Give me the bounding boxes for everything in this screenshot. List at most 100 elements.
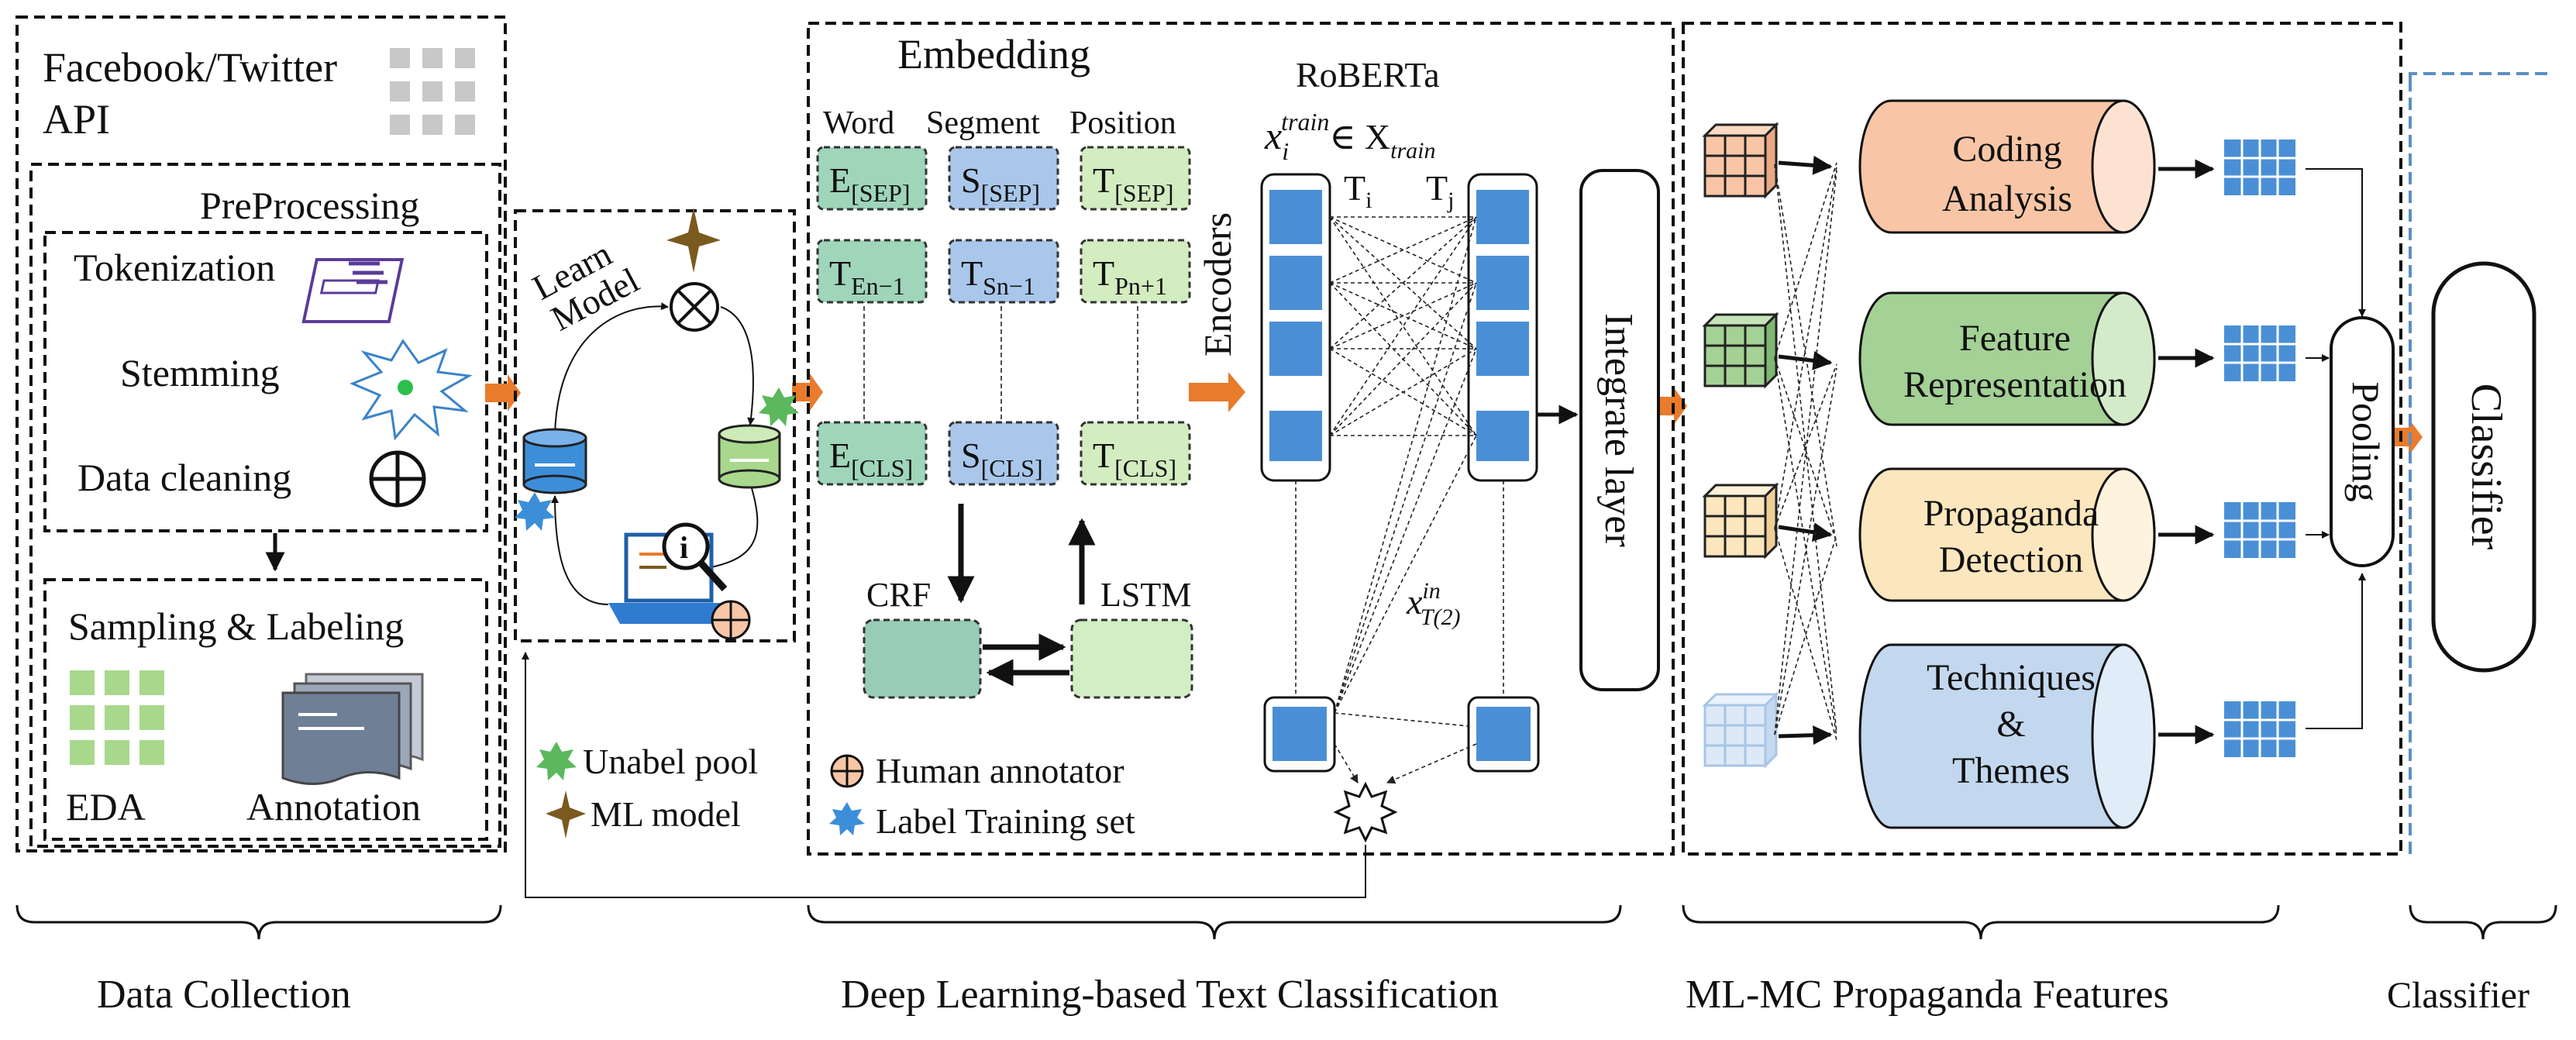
stemming-label: Stemming <box>120 351 280 394</box>
col-position-label: Position <box>1069 105 1176 141</box>
cube-icon <box>1702 482 1779 560</box>
techniques-themes-cylinder: Techniques & Themes <box>1858 643 2156 829</box>
unlabel-pool-legend-icon <box>536 742 577 780</box>
svg-text:i: i <box>680 530 688 565</box>
feature-representation-line2: Representation <box>1903 364 2127 405</box>
col-word-label: Word <box>823 105 894 141</box>
features-section: Coding Analysis Feature Representation P… <box>1682 22 2402 856</box>
footer-features: ML-MC Propaganda Features <box>1686 973 2169 1017</box>
legend-unlabel-pool: Unabel pool <box>583 742 758 781</box>
coding-analysis-cylinder: Coding Analysis <box>1858 99 2156 234</box>
document-stack-icon <box>281 673 424 785</box>
encoder-connections <box>1295 216 1504 731</box>
feature-representation-cylinder: Feature Representation <box>1858 291 2156 426</box>
output-grid-icon <box>2224 701 2295 757</box>
encoder-block <box>1476 707 1531 761</box>
api-title: Facebook/Twitter <box>43 44 337 91</box>
data-collection-section: Facebook/Twitter API PreProcessing Token… <box>15 15 507 852</box>
coding-analysis-line1: Coding <box>1952 129 2061 170</box>
encoder-block <box>1269 411 1322 461</box>
word-embedding-column: E[SEP] TEn−1 E[CLS] <box>816 146 928 486</box>
techniques-themes-line2: & <box>1996 704 2025 745</box>
pooling-block <box>2330 316 2395 567</box>
legend-human-annotator: Human annotator <box>876 751 1124 790</box>
api-subtitle: API <box>43 96 110 143</box>
embedding-cell-text: TPn+1 <box>1093 253 1167 300</box>
deep-learning-border <box>807 22 1675 856</box>
embedding-title: Embedding <box>897 31 1090 77</box>
embedding-cell <box>816 239 928 304</box>
pooling-arrows <box>2306 168 2366 729</box>
burst-icon <box>1333 781 1398 843</box>
encoder-block <box>1273 707 1327 761</box>
pooling-label: Pooling <box>2344 381 2388 502</box>
embedding-cell-text: TSn−1 <box>961 253 1035 300</box>
encoder-block <box>1476 322 1529 376</box>
integrate-layer-block <box>1579 169 1660 691</box>
position-embedding-column: T[SEP] TPn+1 T[CLS] <box>1080 146 1191 486</box>
feature-output-arrows <box>2158 159 2215 745</box>
encoder-block <box>1269 190 1322 244</box>
sampling-title: Sampling & Labeling <box>68 604 404 648</box>
feedback-loop-arrow <box>522 652 1366 898</box>
embedding-cell-text: T[SEP] <box>1093 160 1174 207</box>
features-border <box>1682 22 2402 856</box>
classifier-section: Classifier <box>2409 72 2554 854</box>
laptop-icon <box>608 532 728 624</box>
preprocessing-border <box>29 163 501 848</box>
roberta-title: RoBERTa <box>1296 55 1440 95</box>
cube-icon <box>1702 691 1779 769</box>
label-training-set-legend-icon <box>829 802 865 835</box>
data-collection-border <box>15 15 507 852</box>
output-grid-icon <box>2224 325 2295 381</box>
embedding-cell-text: TEn−1 <box>829 253 905 300</box>
eda-grid-icon <box>70 670 164 765</box>
encoder-block <box>1476 411 1529 461</box>
database-icon <box>718 424 781 489</box>
footer-deep-learning: Deep Learning-based Text Classification <box>841 973 1499 1017</box>
encoder-block <box>1476 190 1529 244</box>
output-grid-icon <box>2224 502 2295 558</box>
legend-label-training-set: Label Training set <box>876 801 1135 841</box>
tj-label: Tj <box>1426 168 1454 213</box>
crf-label: CRF <box>866 576 931 614</box>
annotation-label: Annotation <box>246 785 421 828</box>
encoders-label: Encoders <box>1196 212 1239 356</box>
circled-times-icon <box>670 282 719 332</box>
human-annotator-legend-icon <box>830 754 864 788</box>
formula-train: xitrain∈ Xtrain <box>1264 108 1435 165</box>
tokenization-icon <box>301 258 405 323</box>
segment-embedding-column: S[SEP] TSn−1 S[CLS] <box>948 146 1059 486</box>
orange-arrows <box>485 372 2423 456</box>
sampling-border <box>43 578 488 841</box>
feature-representation-line1: Feature <box>1959 318 2071 359</box>
embedding-cell-text: E[SEP] <box>829 160 911 207</box>
lstm-label: LSTM <box>1100 576 1191 614</box>
stemming-icon <box>350 339 473 441</box>
embedding-cell-text: T[CLS] <box>1093 436 1176 482</box>
coding-analysis-line2: Analysis <box>1942 178 2072 219</box>
preprocessing-title: PreProcessing <box>200 184 419 227</box>
ml-model-legend-icon <box>546 790 586 839</box>
ml-model-star-icon <box>666 208 721 273</box>
footer-classifier: Classifier <box>2387 975 2530 1016</box>
integrate-layer-label: Integrate layer <box>1596 313 1641 547</box>
propaganda-detection-cylinder: Propaganda Detection <box>1858 467 2156 602</box>
human-annotator-icon <box>711 600 751 640</box>
encoder-block <box>1269 256 1322 310</box>
legend-ml-model: ML model <box>591 794 741 834</box>
propaganda-detection-line1: Propaganda <box>1923 493 2099 534</box>
data-cleaning-label: Data cleaning <box>77 456 291 499</box>
deep-learning-section: Embedding Word Segment Position E[SEP] T… <box>807 22 1675 856</box>
orange-arrow-icon <box>2391 418 2423 456</box>
circled-plus-icon <box>369 450 426 508</box>
tokenization-label: Tokenization <box>74 246 275 289</box>
cube-icon <box>1702 312 1779 389</box>
embedding-cell-text: S[SEP] <box>961 160 1040 207</box>
classifier-label: Classifier <box>2462 384 2510 550</box>
orange-arrow-icon <box>1189 372 1245 412</box>
orange-arrow-icon <box>485 374 521 412</box>
propaganda-detection-line2: Detection <box>1939 539 2084 580</box>
techniques-themes-line1: Techniques <box>1927 657 2096 698</box>
